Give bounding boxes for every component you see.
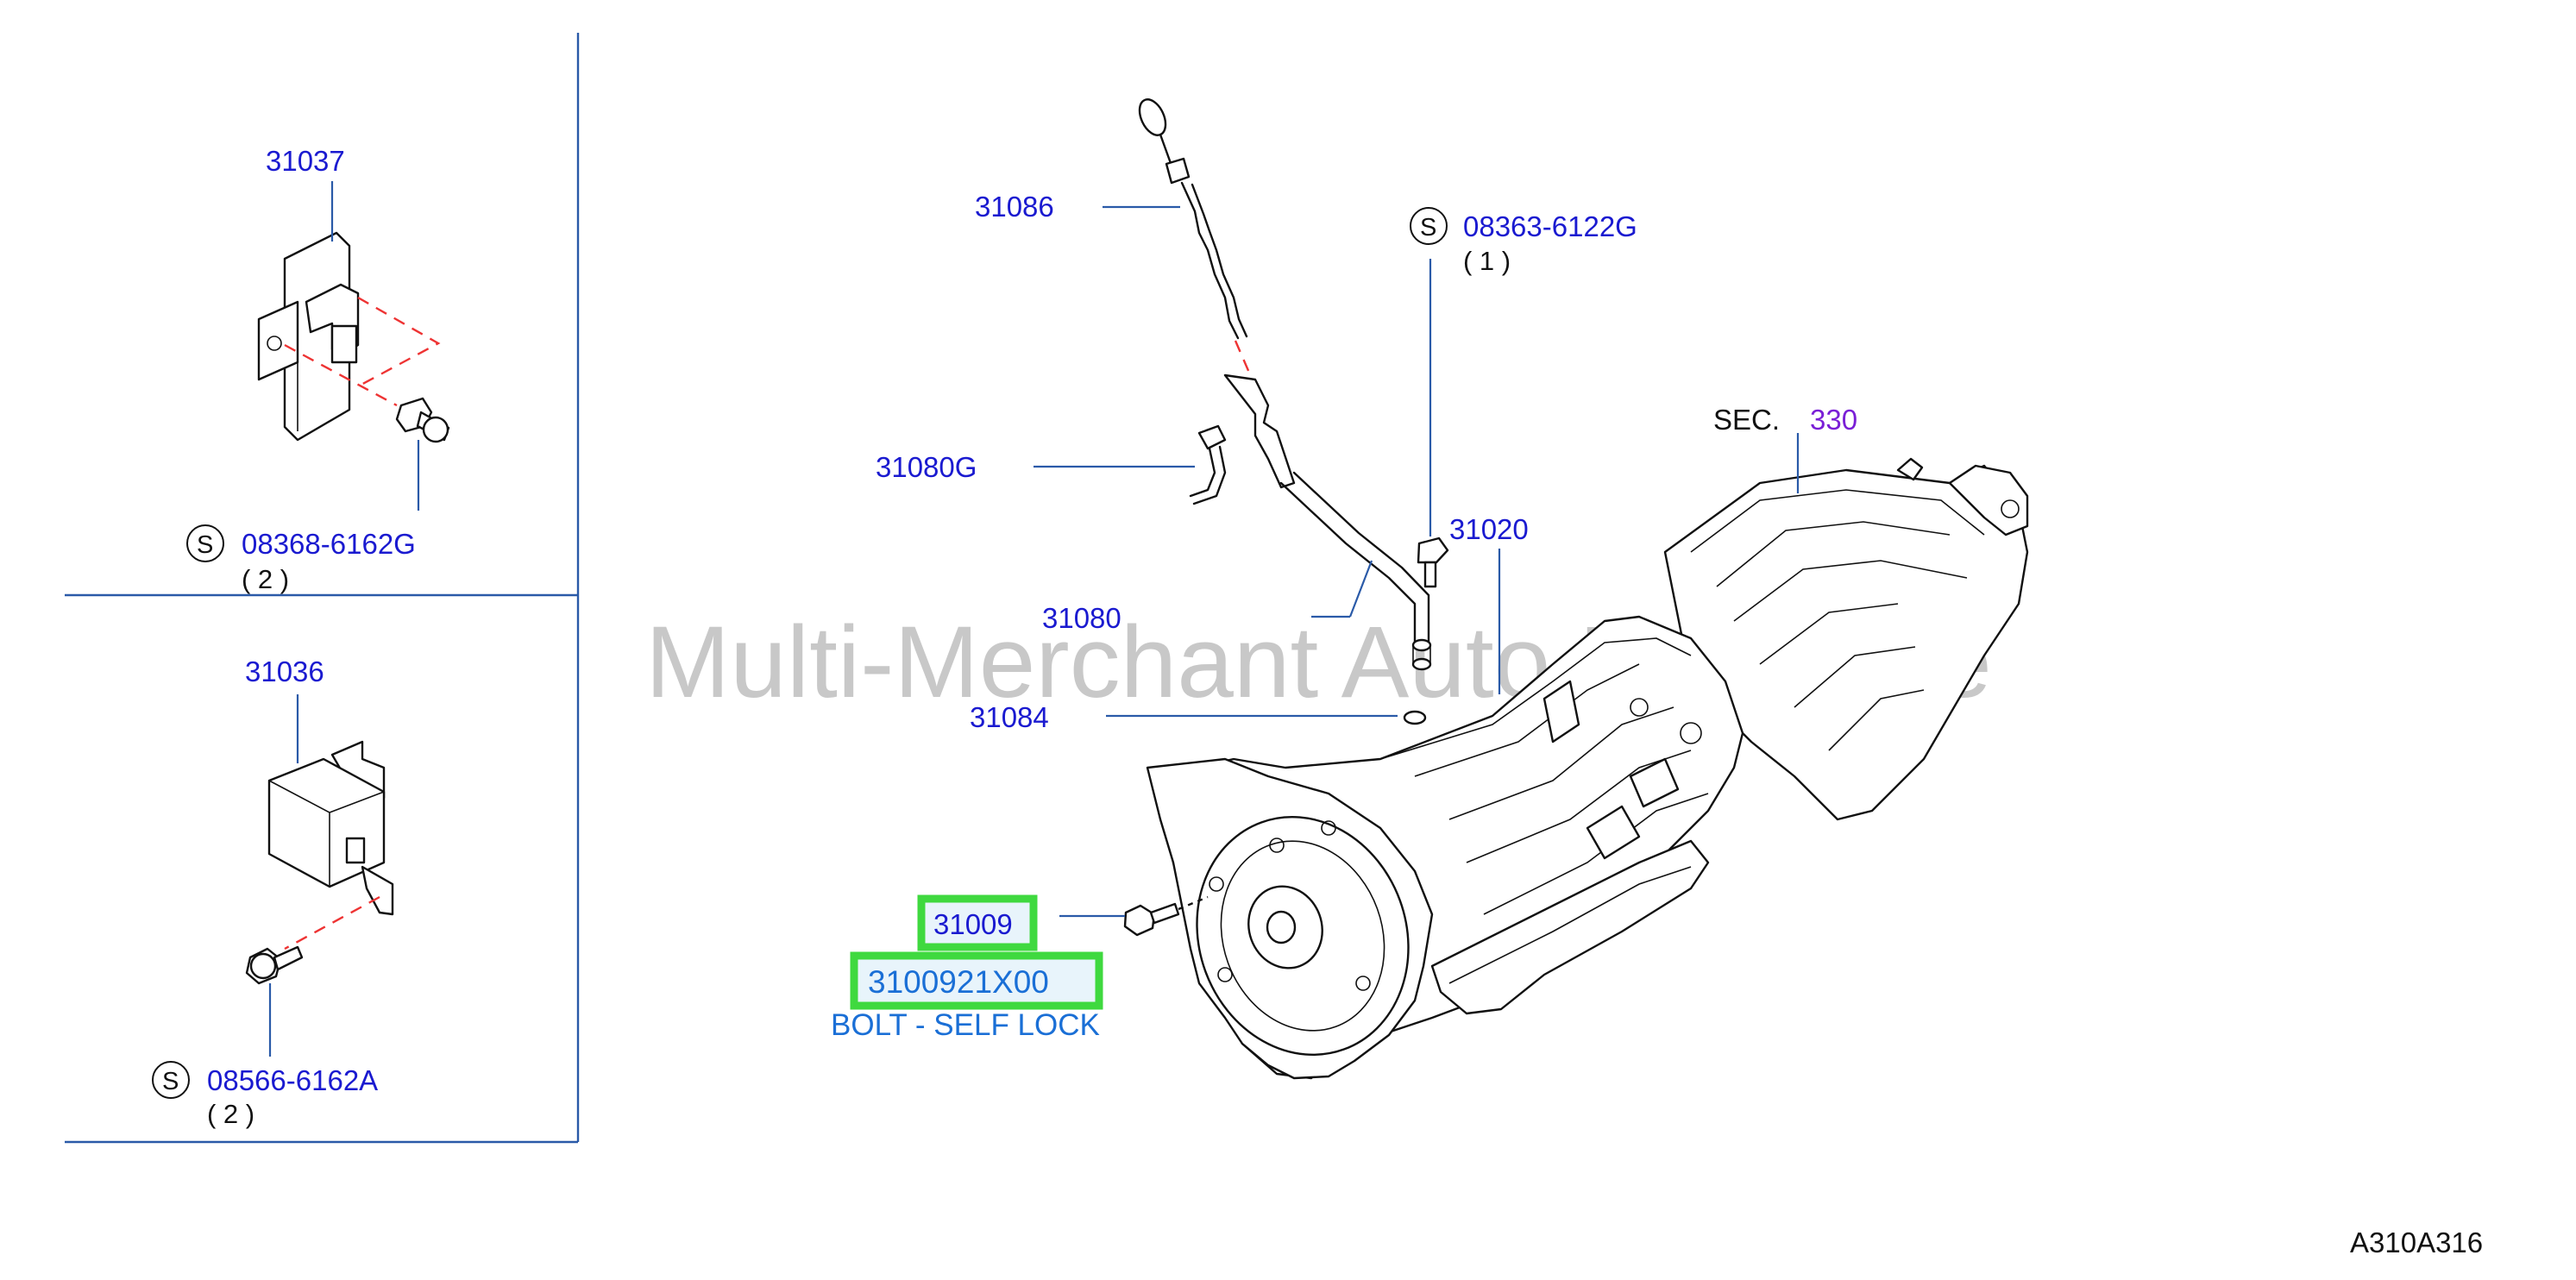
bolt-08363 — [1417, 536, 1449, 588]
part-31037-bracket — [257, 231, 360, 442]
qty-08363: ( 1 ) — [1463, 246, 1511, 276]
highlight-box-3100921X00 — [850, 951, 1103, 1010]
callout-08363-6122G[interactable]: 08363-6122G — [1463, 210, 1637, 242]
dashed-guide-31086 — [1234, 340, 1251, 373]
part-description-bolt: BOLT - SELF LOCK — [831, 1008, 1100, 1042]
svg-text:S: S — [197, 531, 213, 559]
part-31020-transmission — [1146, 457, 2029, 1080]
s-marker-08368: S — [186, 524, 224, 562]
callout-31084[interactable]: 31084 — [970, 701, 1049, 733]
qty-08368: ( 2 ) — [242, 564, 289, 594]
part-31036-control-unit — [267, 740, 394, 916]
callout-31020[interactable]: 31020 — [1449, 513, 1529, 545]
inset-frames — [65, 33, 580, 1144]
leader-31080-b — [1348, 560, 1373, 618]
callout-31080G[interactable]: 31080G — [876, 451, 977, 483]
callout-31080[interactable]: 31080 — [1042, 602, 1122, 634]
callout-08368-6162G[interactable]: 08368-6162G — [242, 528, 416, 560]
svg-text:S: S — [162, 1068, 179, 1095]
figure-code: A310A316 — [2350, 1227, 2483, 1258]
part-number-3100921X00[interactable]: 3100921X00 — [868, 964, 1049, 1000]
bolt-31009 — [1123, 902, 1180, 937]
part-31084-o-ring — [1403, 710, 1427, 725]
callout-31037[interactable]: 31037 — [266, 145, 345, 177]
callout-31009[interactable]: 31009 — [933, 908, 1013, 940]
section-prefix: SEC. — [1713, 404, 1780, 436]
callout-08566-6162A[interactable]: 08566-6162A — [207, 1064, 378, 1096]
dashed-guide-31036 — [284, 895, 380, 951]
svg-text:S: S — [1420, 214, 1436, 242]
qty-08566: ( 2 ) — [207, 1099, 254, 1129]
s-marker-08363: S — [1410, 207, 1448, 245]
part-31080-filler-tube — [1223, 373, 1432, 671]
part-31080G-hose — [1189, 424, 1227, 505]
bolt-08368 — [395, 397, 450, 443]
bolt-08566 — [245, 945, 304, 985]
dashed-guide-31037 — [284, 296, 441, 407]
section-link-330[interactable]: 330 — [1810, 404, 1857, 436]
s-marker-08566: S — [152, 1061, 190, 1099]
part-31086-dipstick — [1138, 98, 1248, 340]
highlight-box-31009 — [917, 894, 1038, 951]
callout-31036[interactable]: 31036 — [245, 656, 324, 687]
callout-31086[interactable]: 31086 — [975, 191, 1054, 223]
